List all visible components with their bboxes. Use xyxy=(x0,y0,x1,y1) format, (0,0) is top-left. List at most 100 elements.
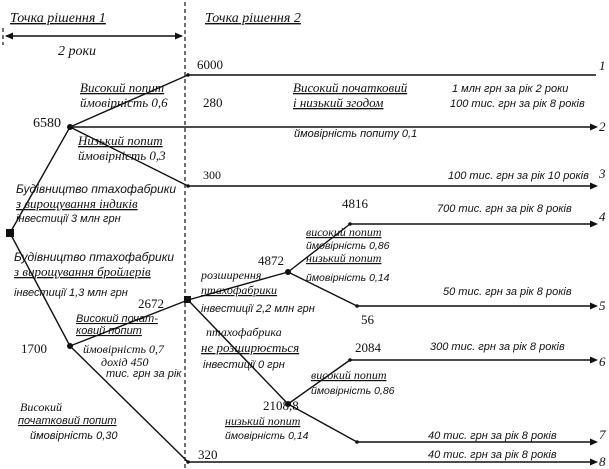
branch-high-initial xyxy=(69,299,189,347)
branch-expand xyxy=(187,271,289,301)
endpoint-7: 7 xyxy=(599,427,606,442)
label-low-init-2: початковий попит xyxy=(18,415,117,427)
value-4872: 4872 xyxy=(258,253,284,268)
outcome-4: 700 тис. грн за рік 8 років xyxy=(437,203,572,215)
value-320: 320 xyxy=(198,447,218,462)
label-not-expand-high: високий попит xyxy=(311,368,387,382)
outcome-1a: 1 млн грн за рік 2 роки xyxy=(452,83,568,95)
decision-point-1-title: Точка рішення 1 xyxy=(10,11,106,26)
label-hi-init-4: дохід 450 xyxy=(101,355,149,369)
outcome-5: 50 тис. грн за рік 8 років xyxy=(443,286,572,298)
label-build-indyk-3: інвестиції 3 млн грн xyxy=(16,213,121,225)
expand-chance-node xyxy=(285,269,291,275)
outcome-7: 40 тис. грн за рік 8 років xyxy=(428,430,557,442)
outcome-8: 40 тис. грн за рік 8 років xyxy=(428,449,557,461)
branch-not-expand-low xyxy=(287,403,358,443)
arrow-head-7 xyxy=(590,438,598,446)
label-high-initial-2: і низький згодом xyxy=(293,95,383,110)
label-low-demand-prob: ймовірність 0,3 xyxy=(78,148,166,163)
arrow-head-2 xyxy=(590,123,598,131)
label-high-demand: Високий попит xyxy=(80,80,164,95)
value-2672: 2672 xyxy=(138,296,164,311)
label-expand-3: інвестиції 2,2 млн грн xyxy=(201,303,315,315)
label-expand-high: високий попит xyxy=(306,225,382,239)
lower-chance-node xyxy=(67,343,73,349)
root-decision-node xyxy=(6,229,14,237)
branch-low-demand xyxy=(69,126,189,187)
endpoint-8: 8 xyxy=(599,454,606,469)
arrow-head-8 xyxy=(590,458,598,466)
label-hi-init-2: ковий попит xyxy=(76,325,142,337)
value-2084: 2084 xyxy=(355,340,382,355)
low-demand-point xyxy=(186,184,190,188)
label-not-expand-3: інвестиції 0 грн xyxy=(203,359,285,371)
branch-expand-low xyxy=(287,271,358,307)
branch-not-expand-high xyxy=(287,359,351,405)
label-not-expand-low-prob: ймовірність 0,14 xyxy=(225,430,309,442)
value-6000: 6000 xyxy=(197,57,223,72)
label-not-expand-low: низький попит xyxy=(225,414,301,428)
branch-not-expand xyxy=(187,299,289,405)
not-expand-high-point xyxy=(348,358,352,362)
label-expand-2: птахофабрики xyxy=(201,283,277,297)
label-expand: розширення xyxy=(200,268,262,282)
expand-high-point xyxy=(348,222,352,226)
label-expand-low: низький попит xyxy=(306,251,382,265)
label-build-broiler-3: інвестиції 1,3 млн грн xyxy=(14,287,128,299)
label-hi-init-3: ймовірність 0,7 xyxy=(83,342,165,356)
branch-expand-high xyxy=(287,223,351,273)
endpoint-5: 5 xyxy=(599,298,606,313)
branch-low-initial xyxy=(69,345,189,463)
second-decision-node xyxy=(184,296,191,303)
endpoint-2: 2 xyxy=(599,119,606,134)
expand-low-point xyxy=(355,304,359,308)
endpoint-3: 3 xyxy=(598,166,606,181)
label-high-demand-prob: ймовірність 0,6 xyxy=(80,95,168,110)
decision-point-2-title: Точка рішення 2 xyxy=(205,11,301,26)
arrow-head-3 xyxy=(590,182,598,190)
label-hi-init: Високий почат- xyxy=(76,313,158,325)
value-4816: 4816 xyxy=(342,196,369,211)
outcome-3: 100 тис. грн за рік 10 років xyxy=(448,170,589,182)
outcome-1b: 100 тис. грн за рік 8 років xyxy=(450,98,585,110)
endpoint-1: 1 xyxy=(599,58,606,73)
label-expand-high-prob: ймовірність 0,86 xyxy=(306,240,390,252)
label-not-expand: птахофабрика xyxy=(206,325,282,339)
label-build-indyk: Будівництво птахофабрики xyxy=(16,182,176,196)
label-not-expand-2: не розширюється xyxy=(201,340,299,355)
value-280: 280 xyxy=(203,95,223,110)
label-expand-low-prob: ймовірність 0,14 xyxy=(306,272,390,284)
value-56: 56 xyxy=(361,312,375,327)
label-build-broiler-2: з вирощування бройлерів xyxy=(13,264,151,279)
branch-root-lower xyxy=(9,232,71,347)
arrow-head-6 xyxy=(590,356,598,364)
label-hi-init-5: тис. грн за рік xyxy=(106,368,182,380)
label-low-demand: Низький попит xyxy=(77,133,163,148)
arrow-head-5 xyxy=(590,302,598,310)
not-expand-low-point xyxy=(355,440,359,444)
label-low-init: Високий xyxy=(20,400,62,414)
label-high-initial: Високий початковий xyxy=(293,80,408,95)
low-initial-point xyxy=(186,460,190,464)
value-300: 300 xyxy=(203,168,221,182)
arrow-head-4 xyxy=(590,220,598,228)
endpoint-arrows xyxy=(590,123,598,466)
period-arrow-right-head xyxy=(175,32,183,40)
value-root: 6580 xyxy=(33,116,61,131)
endpoint-6: 6 xyxy=(599,354,606,369)
branch-high-demand xyxy=(69,74,189,128)
branch-root-upper xyxy=(9,126,71,234)
label-build-broiler: Будівництво птахофабрики xyxy=(14,250,174,264)
period-label: 2 роки xyxy=(58,44,96,59)
endpoint-4: 4 xyxy=(599,209,606,224)
label-not-expand-high-prob: ймовірність 0,86 xyxy=(311,385,395,397)
label-low-init-3: ймовірність 0,30 xyxy=(30,430,118,442)
not-expand-chance-node xyxy=(285,401,291,407)
label-build-indyk-2: з вирощування індиків xyxy=(15,196,138,211)
outcome-6: 300 тис. грн за рік 8 років xyxy=(430,341,565,353)
upper-chance-node xyxy=(67,124,73,130)
label-demand-prob-01: ймовірність попиту 0,1 xyxy=(294,128,417,140)
value-2108: 2108,8 xyxy=(263,398,299,413)
high-demand-point xyxy=(186,73,190,77)
